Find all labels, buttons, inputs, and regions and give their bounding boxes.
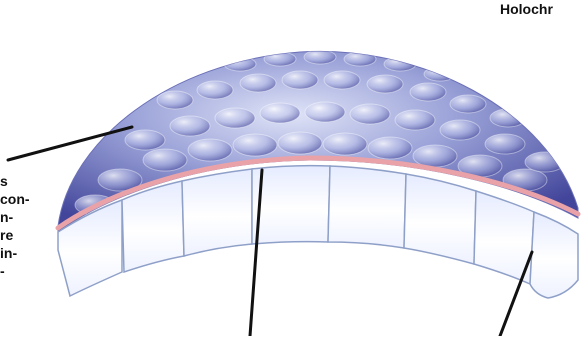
left-label-line: con- (0, 190, 30, 208)
cell (404, 174, 476, 264)
cell (182, 169, 252, 256)
cell (122, 181, 184, 272)
cell (530, 212, 578, 298)
left-label-line: - (0, 262, 5, 280)
left-label-line: in- (0, 244, 17, 262)
cell (252, 166, 330, 244)
left-label-line: re (0, 226, 13, 244)
left-label-line: s (0, 172, 8, 190)
cell (328, 166, 406, 248)
top-right-label: Holochr (500, 0, 553, 18)
left-label-line: n- (0, 208, 13, 226)
